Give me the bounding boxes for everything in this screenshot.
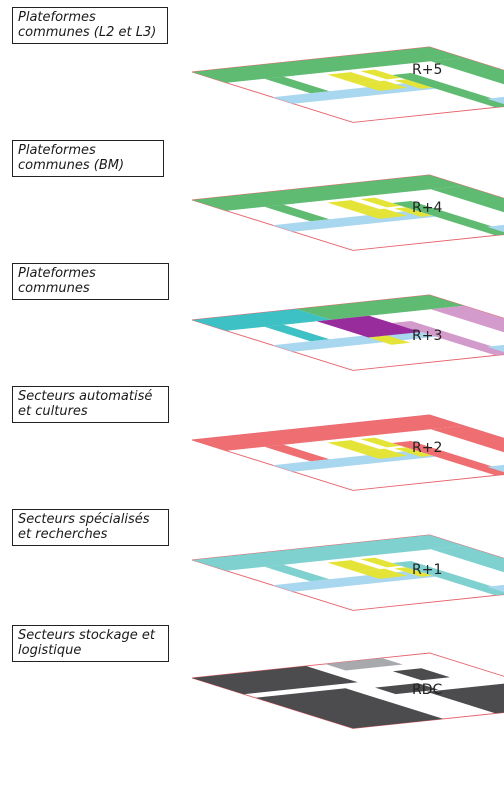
level-label-r5: R+5 xyxy=(412,62,443,78)
floor-r5-core-c xyxy=(360,69,402,80)
sector-label-specialises-recherches: Secteurs spécialisés et recherches xyxy=(12,509,169,546)
label-line: Plateformes xyxy=(18,10,96,25)
label-line: et recherches xyxy=(18,527,108,542)
floor-r5-core-b xyxy=(356,80,408,91)
floor-r4-core-d xyxy=(394,207,433,217)
label-line: et cultures xyxy=(18,404,88,419)
floor-r2-core-c xyxy=(360,437,402,448)
floor-r5-strip-corner xyxy=(486,96,504,105)
label-line: communes (BM) xyxy=(18,158,125,173)
floor-r1-ring-inner-left xyxy=(264,564,330,582)
floor-r2-ring-top xyxy=(192,415,464,451)
floor-r4-strip-corner xyxy=(486,224,504,233)
label-line: Plateformes xyxy=(18,266,96,281)
level-label-r3: R+3 xyxy=(412,328,443,344)
level-label-r1: R+1 xyxy=(412,562,443,578)
floor-rdc-dark-block-west xyxy=(192,666,358,695)
label-line: Secteurs automatisé xyxy=(18,389,153,404)
floor-r2-core-a xyxy=(327,440,380,452)
floor-r4-ring-inner-right xyxy=(392,201,504,236)
floor-r5-ring-top xyxy=(192,47,464,83)
floor-r1-ring-right xyxy=(430,545,504,573)
floor-r1-core-b xyxy=(356,568,408,579)
sector-label-stockage-logistique: Secteurs stockage et logistique xyxy=(12,625,169,662)
floor-r2-strip-corner xyxy=(486,464,504,473)
floor-r5-ring-right xyxy=(430,57,504,85)
floor-r5-ring-inner-right xyxy=(392,73,504,108)
sector-label-plateformes: Plateformes communes xyxy=(12,263,169,300)
sector-label-automatise-cultures: Secteurs automatisé et cultures xyxy=(12,386,169,423)
floor-rdc-dark-block-east xyxy=(426,683,504,714)
floor-r1-ring-inner-right xyxy=(392,561,504,596)
level-label-r4: R+4 xyxy=(412,200,443,216)
sector-label-plateformes-l2-l3: Plateformes communes (L2 et L3) xyxy=(12,7,168,44)
floor-r1-strip-corner xyxy=(486,584,504,593)
floor-r3-ring-inner-left xyxy=(264,324,330,342)
floor-r2-ring-inner-left xyxy=(264,444,330,462)
label-line: Secteurs stockage et xyxy=(18,628,155,643)
floor-r2-core-d xyxy=(394,447,433,457)
floor-r2-ring-inner-right xyxy=(392,441,504,476)
label-line: logistique xyxy=(18,643,82,658)
floor-r4-core-c xyxy=(360,197,402,208)
floor-r1-ring-top xyxy=(192,535,464,571)
floor-rdc-light-block xyxy=(325,658,403,671)
level-label-r2: R+2 xyxy=(412,440,443,456)
floor-r4-ring-right xyxy=(430,185,504,213)
level-label-rdc: RDC xyxy=(412,682,443,698)
floor-r3-core-purple xyxy=(316,315,421,338)
floor-rdc-dark-block-core xyxy=(375,683,439,695)
label-line: communes xyxy=(18,281,90,296)
floor-r3-core-yellow xyxy=(368,335,411,345)
label-line: communes (L2 et L3) xyxy=(18,25,157,40)
floor-r5-ring-inner-left xyxy=(264,76,330,94)
floor-r4-ring-inner-left xyxy=(264,204,330,222)
floor-r1-core-a xyxy=(327,560,380,572)
label-line: Secteurs spécialisés xyxy=(18,512,150,527)
sector-label-plateformes-bm: Plateformes communes (BM) xyxy=(12,140,164,177)
floor-rdc-dark-block-round xyxy=(392,668,450,681)
floor-r3-ring-right xyxy=(430,305,504,333)
floor-r5-core-d xyxy=(394,79,433,89)
floor-r4-core-a xyxy=(327,200,380,212)
floor-r2-ring-right xyxy=(430,425,504,453)
floor-r2-core-b xyxy=(356,448,408,459)
floor-r3-strip-corner xyxy=(486,344,504,353)
floor-r4-core-b xyxy=(356,208,408,219)
floor-r5-core-a xyxy=(327,72,380,84)
floor-r1-core-d xyxy=(394,567,433,577)
floor-r3-ring-inner-right xyxy=(392,321,504,356)
floor-r3-ring-top-right xyxy=(296,295,464,320)
label-line: Plateformes xyxy=(18,143,96,158)
floor-r4-ring-top xyxy=(192,175,464,211)
floor-r1-core-c xyxy=(360,557,402,568)
floor-rdc-dark-block-south xyxy=(255,688,444,729)
floor-r3-ring-top-left xyxy=(192,309,331,331)
floor-r3-strip-front xyxy=(272,330,436,352)
